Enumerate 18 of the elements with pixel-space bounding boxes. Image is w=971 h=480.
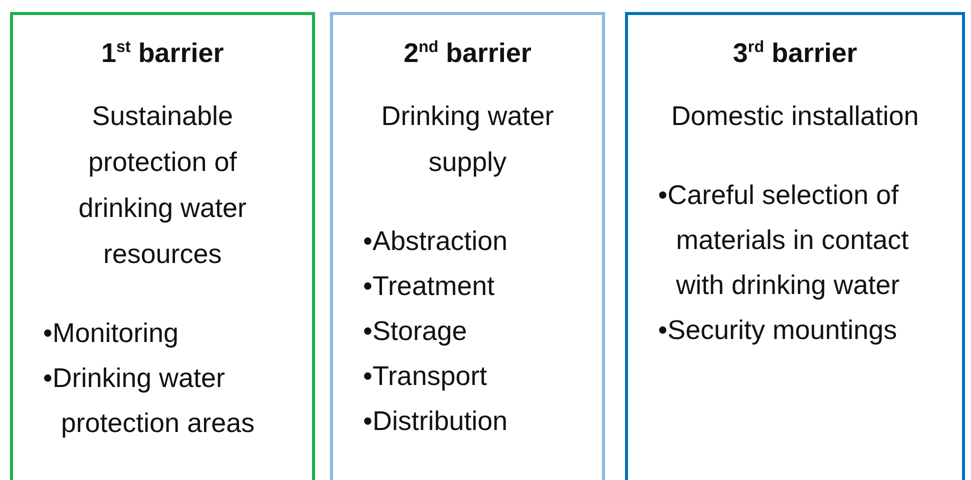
- bullet-item: •Monitoring: [43, 317, 180, 350]
- bullet-item: •Careful selection of materials in contact with drinking water: [658, 179, 910, 302]
- bullet-item: •Storage: [363, 315, 468, 348]
- bullet-item: •Treatment: [363, 270, 496, 303]
- barrier-panel: [330, 12, 605, 480]
- barrier-panel: [10, 12, 315, 480]
- panel-heading: 1$^{st}$ barrier: [100, 37, 225, 70]
- bullet-item: •Abstraction: [363, 225, 509, 258]
- panel-description: Drinking water supply: [380, 100, 555, 179]
- bullet-item: •Security mountings: [658, 314, 898, 347]
- bullet-item: •Transport: [363, 360, 488, 393]
- panel-heading: 2$^{nd}$ barrier: [402, 37, 532, 70]
- panel-description: Sustainable protection of drinking water resources: [77, 100, 248, 271]
- panel-description: Domestic installation: [670, 100, 920, 133]
- barrier-panel: [625, 12, 965, 480]
- bullet-item: •Distribution: [363, 405, 509, 438]
- bullet-item: •Drinking water protection areas: [43, 362, 256, 440]
- panel-heading: 3$^{rd}$ barrier: [732, 37, 858, 70]
